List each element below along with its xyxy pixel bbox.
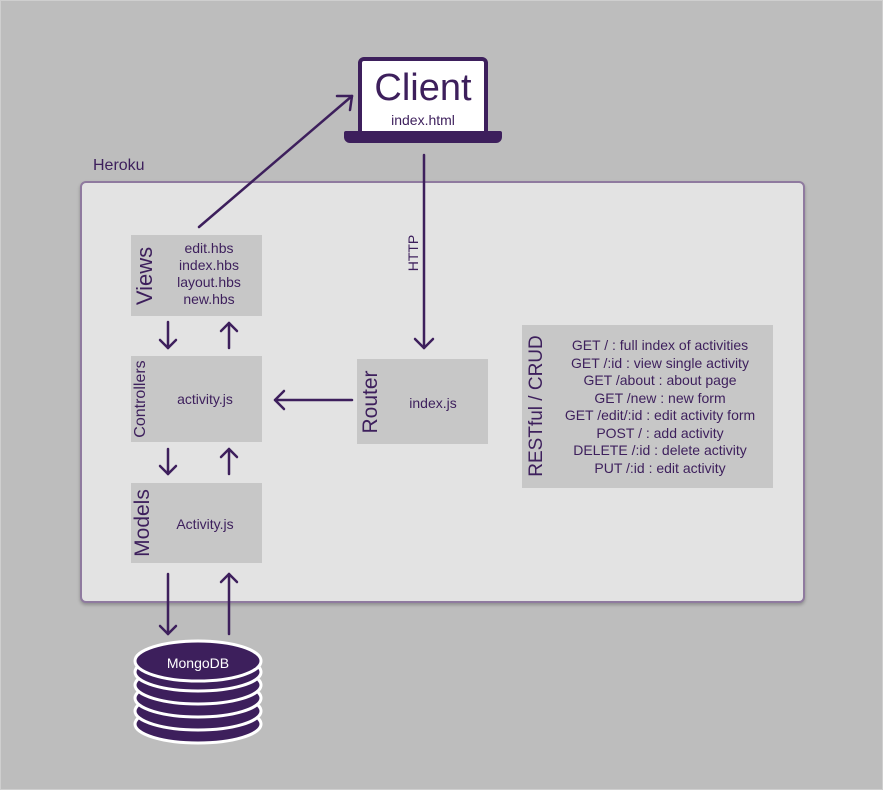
controllers-box: Controllers activity.js — [131, 356, 262, 442]
controllers-file: activity.js — [177, 391, 233, 407]
route-item: GET /:id : view single activity — [571, 354, 749, 371]
views-to-controllers-arrowhead — [158, 338, 178, 350]
models-file: Activity.js — [176, 516, 234, 532]
route-item: GET / : full index of activities — [571, 337, 749, 353]
router-box: Router index.js — [357, 359, 488, 444]
models-to-db-arrowhead — [158, 624, 178, 636]
models-box: Models Activity.js — [131, 483, 262, 563]
mongodb-label: MongoDB — [166, 655, 230, 671]
restful-box: RESTful / CRUD GET / : full index of act… — [522, 325, 773, 488]
models-to-controllers-arrowhead — [219, 447, 239, 459]
mongodb-database-icon — [133, 639, 263, 745]
client-to-router-arrowhead — [413, 337, 435, 350]
controllers-to-models-arrowhead — [158, 464, 178, 476]
route-item: PUT /:id : edit activity — [594, 459, 726, 476]
views-to-client-arrowhead — [335, 94, 354, 112]
views-file: new.hbs — [183, 291, 235, 307]
route-item: POST / : add activity — [596, 424, 724, 441]
client-laptop-base — [344, 131, 502, 143]
views-file: edit.hbs — [184, 240, 234, 256]
route-item: GET /edit/:id : edit activity form — [564, 407, 756, 423]
views-box: Views edit.hbs index.hbs layout.hbs new.… — [131, 235, 262, 316]
client-file: index.html — [391, 112, 455, 128]
client-title: Client — [374, 67, 472, 109]
route-item: GET /new : new form — [594, 389, 726, 406]
controllers-to-views-arrowhead — [219, 321, 239, 333]
db-to-models-arrowhead — [219, 572, 239, 584]
views-file: index.hbs — [179, 257, 239, 273]
router-file: index.js — [409, 395, 457, 411]
route-item: GET /about : about page — [583, 372, 737, 388]
restful-route-list: GET / : full index of activities GET /:i… — [550, 337, 770, 477]
views-to-client-arrow — [197, 94, 354, 229]
views-file-list: edit.hbs index.hbs layout.hbs new.hbs — [169, 240, 249, 308]
views-file: layout.hbs — [177, 274, 241, 290]
router-to-controllers-arrowhead — [273, 389, 286, 411]
heroku-label: Heroku — [93, 157, 145, 174]
route-item: DELETE /:id : delete activity — [573, 442, 747, 458]
